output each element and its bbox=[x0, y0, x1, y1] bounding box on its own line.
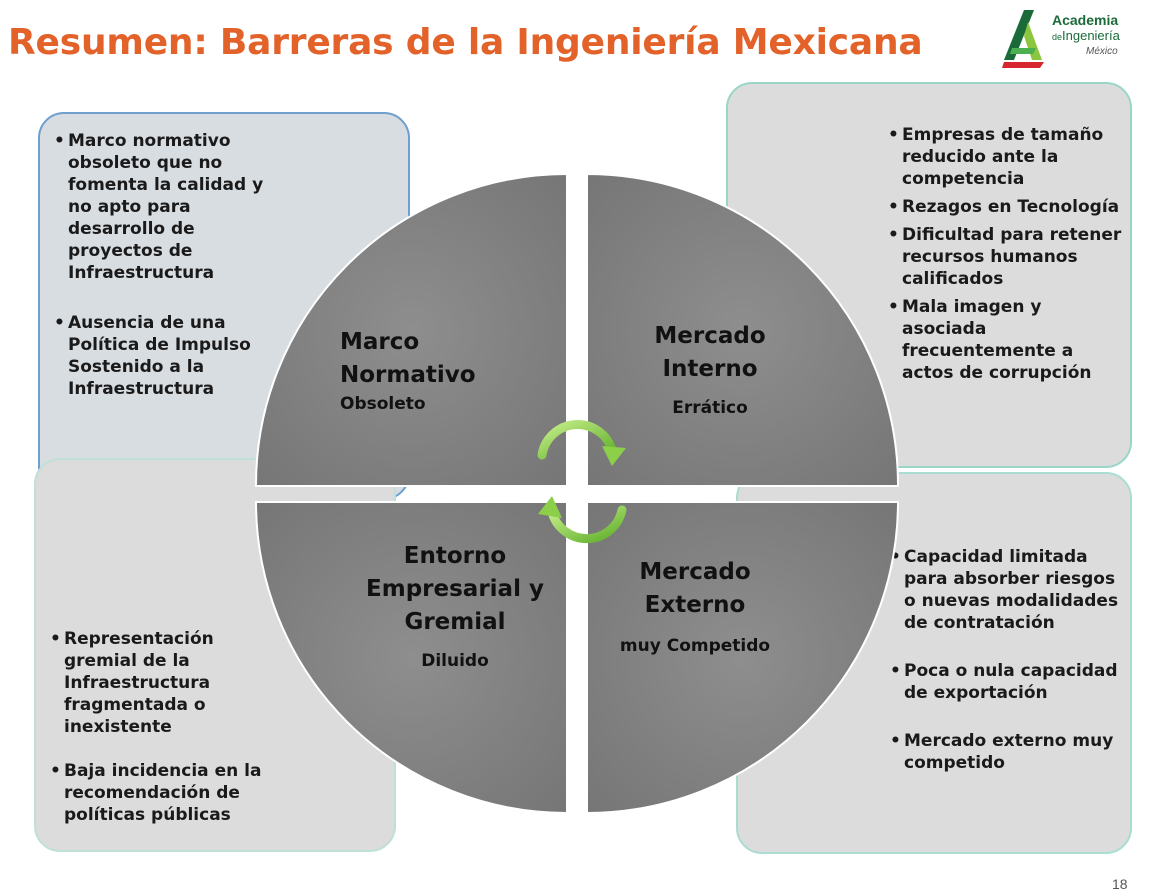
quadrant-top-right bbox=[586, 172, 900, 487]
quadrant-title: Marco Normativo bbox=[340, 329, 476, 388]
logo-text-ingenieria: Ingeniería bbox=[1062, 28, 1120, 43]
logo-text-academia: Academia bbox=[1052, 12, 1119, 28]
bullet-item: Empresas de tamaño reducido ante la comp… bbox=[888, 124, 1124, 190]
slide-title: Resumen: Barreras de la Ingeniería Mexic… bbox=[8, 22, 923, 63]
bullet-item: Dificultad para retener recursos humanos… bbox=[888, 224, 1124, 290]
bullet-item: Mercado externo muy competido bbox=[890, 730, 1122, 774]
quadrant-bottom-right bbox=[586, 501, 900, 815]
academia-logo-mark-icon bbox=[1002, 10, 1044, 68]
bullet-item: Ausencia de una Política de Impulso Sost… bbox=[54, 312, 284, 400]
quadrant-title: Mercado Interno bbox=[654, 323, 766, 382]
logo-text-mexico: México bbox=[1086, 46, 1118, 57]
quadrant-subtitle: muy Competido bbox=[619, 636, 771, 656]
bullet-item: Representación gremial de la Infraestruc… bbox=[50, 628, 272, 738]
bullet-list-top-left: Marco normativo obsoleto que no fomenta … bbox=[54, 130, 284, 400]
bullet-item: Poca o nula capacidad de exportación bbox=[890, 660, 1122, 704]
bullet-item: Marco normativo obsoleto que no fomenta … bbox=[54, 130, 284, 284]
page-number: 18 bbox=[1112, 876, 1128, 892]
bullet-list-bottom-left: Representación gremial de la Infraestruc… bbox=[50, 628, 272, 826]
quadrant-subtitle: Diluido bbox=[421, 651, 489, 671]
quadrant-title: Entorno Empresarial y Gremial bbox=[366, 543, 544, 635]
quadrant-subtitle: Obsoleto bbox=[340, 394, 426, 414]
bullet-item: Rezagos en Tecnología bbox=[888, 196, 1124, 218]
quadrant-label-top-right: Mercado Interno Errático bbox=[600, 320, 820, 420]
quadrant-subtitle: Errático bbox=[672, 398, 748, 418]
bullet-item: Mala imagen y asociada frecuentemente a … bbox=[888, 296, 1124, 384]
bullet-item: Baja incidencia en la recomendación de p… bbox=[50, 760, 272, 826]
quadrant-top-left bbox=[254, 172, 568, 487]
cycle-arrows-icon bbox=[537, 420, 627, 544]
quadrant-label-bottom-left: Entorno Empresarial y Gremial Diluido bbox=[350, 540, 560, 673]
bullet-list-bottom-right: Capacidad limitada para absorber riesgos… bbox=[890, 546, 1122, 774]
quadrant-label-top-left: Marco Normativo Obsoleto bbox=[340, 326, 510, 416]
quadrant-title: Mercado Externo bbox=[639, 559, 751, 618]
quadrant-label-bottom-right: Mercado Externo muy Competido bbox=[590, 556, 800, 658]
bullet-list-top-right: Empresas de tamaño reducido ante la comp… bbox=[888, 124, 1124, 384]
quadrant-bottom-left bbox=[254, 501, 568, 815]
bullet-item: Capacidad limitada para absorber riesgos… bbox=[890, 546, 1122, 634]
logo-text-de: de bbox=[1052, 32, 1063, 42]
academia-logo: Academia deIngeniería México bbox=[1000, 8, 1140, 70]
